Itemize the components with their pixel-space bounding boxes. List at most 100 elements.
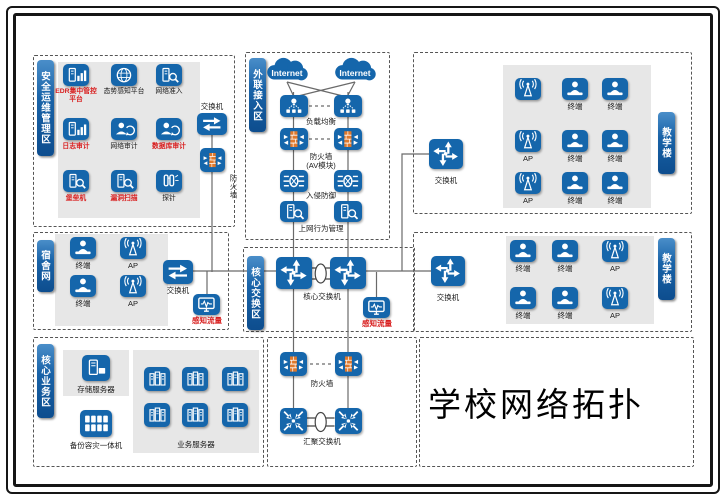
ips-right-icon[interactable] <box>334 170 362 192</box>
zone-core-business <box>33 337 264 467</box>
business-server-icon[interactable] <box>182 403 208 427</box>
vuln-scan-icon[interactable] <box>111 170 137 192</box>
ap-label: AP <box>127 261 138 270</box>
ap-icon[interactable] <box>515 78 541 100</box>
storage-server-icon[interactable] <box>82 355 110 381</box>
network-audit-icon[interactable] <box>111 118 137 140</box>
ap-icon[interactable] <box>120 237 146 259</box>
aggregation-switch-label: 汇聚交换机 <box>303 437 341 446</box>
ap-icon[interactable] <box>120 275 146 297</box>
ap-icon[interactable] <box>602 240 628 262</box>
teaching-top-switch-icon[interactable] <box>429 139 463 169</box>
ap-label: AP <box>609 311 620 320</box>
terminal-icon[interactable] <box>70 237 96 259</box>
core-traffic-probe-icon[interactable] <box>363 297 390 318</box>
backup-appliance-icon[interactable] <box>80 410 112 437</box>
log-audit-label: 日志审计 <box>62 143 90 150</box>
business-servers-label: 业务服务器 <box>177 440 215 449</box>
terminal-label: 终端 <box>557 311 573 320</box>
terminal-icon[interactable] <box>602 172 628 194</box>
teaching-mid-switch-icon[interactable] <box>431 256 465 286</box>
business-server-icon[interactable] <box>144 403 170 427</box>
probe-device-icon[interactable] <box>156 170 182 192</box>
terminal-icon[interactable] <box>70 275 96 297</box>
core-switch-left-icon[interactable] <box>275 257 312 289</box>
core-switch-right-icon[interactable] <box>330 257 366 289</box>
diagram-title: 学校网络拓扑 <box>428 386 644 423</box>
ribbon-security: 安全运维管理区 <box>37 60 54 156</box>
terminal-label: 终端 <box>557 264 573 273</box>
network-access-control-icon[interactable] <box>156 64 182 86</box>
vuln-scan-label: 漏洞扫描 <box>110 195 138 202</box>
terminal-icon[interactable] <box>510 287 536 309</box>
terminal-label: 终端 <box>607 154 623 163</box>
ap-icon[interactable] <box>515 130 541 152</box>
terminal-label: 终端 <box>567 154 583 163</box>
edr-platform-label: EDR集中管控平台 <box>55 88 97 104</box>
business-server-icon[interactable] <box>222 403 248 427</box>
ribbon-core: 核心交换区 <box>247 256 264 330</box>
business-server-icon[interactable] <box>182 367 208 391</box>
ips-left-icon[interactable] <box>279 170 308 192</box>
zone-teaching-top <box>413 52 692 214</box>
situation-awareness-icon[interactable] <box>111 64 137 86</box>
terminal-label: 终端 <box>75 299 91 308</box>
core-switch-label: 核心交换机 <box>303 292 341 301</box>
ribbon-teaching-top: 教学楼 <box>658 112 675 174</box>
internet-left-text: Internet <box>271 68 302 78</box>
terminal-label: 终端 <box>515 311 531 320</box>
db-audit-icon[interactable] <box>156 118 182 140</box>
terminal-icon[interactable] <box>510 240 536 262</box>
security-firewall-label: 防火墙 <box>229 174 238 200</box>
external-firewall-left-icon[interactable] <box>279 128 308 150</box>
ribbon-business: 核心业务区 <box>37 344 54 418</box>
terminal-icon[interactable] <box>562 130 588 152</box>
terminal-label: 终端 <box>607 196 623 205</box>
zone-south-column <box>267 337 417 467</box>
teaching-top-switch-label: 交换机 <box>434 176 458 185</box>
zone-title <box>419 337 694 467</box>
ap-icon[interactable] <box>602 287 628 309</box>
external-firewall-right-icon[interactable] <box>334 128 362 150</box>
south-firewall-right-icon[interactable] <box>334 352 362 376</box>
aggregation-switch-left-icon[interactable] <box>280 408 307 434</box>
ap-icon[interactable] <box>515 172 541 194</box>
terminal-icon[interactable] <box>552 240 578 262</box>
business-server-icon[interactable] <box>144 367 170 391</box>
external-firewall-sublabel: (AV模块) <box>306 161 336 170</box>
bastion-host-label: 堡垒机 <box>65 195 87 202</box>
bastion-host-icon[interactable] <box>63 170 89 192</box>
behavior-mgmt-left-icon[interactable] <box>279 201 308 222</box>
terminal-icon[interactable] <box>552 287 578 309</box>
load-balancer-left-icon[interactable] <box>279 95 308 117</box>
internet-cloud-right[interactable]: Internet <box>329 57 381 84</box>
zone-external-access <box>245 52 390 240</box>
business-server-icon[interactable] <box>222 367 248 391</box>
situation-awareness-label: 态势感知平台 <box>103 88 145 95</box>
behavior-mgmt-label: 上网行为管理 <box>298 224 344 233</box>
terminal-icon[interactable] <box>602 78 628 100</box>
behavior-mgmt-right-icon[interactable] <box>334 201 362 222</box>
probe-device-label: 探针 <box>162 195 176 202</box>
log-audit-icon[interactable] <box>63 118 89 140</box>
terminal-icon[interactable] <box>562 78 588 100</box>
terminal-icon[interactable] <box>602 130 628 152</box>
db-audit-label: 数据库审计 <box>152 143 186 150</box>
ribbon-teaching-mid: 教学楼 <box>658 238 675 300</box>
security-firewall-icon[interactable] <box>200 148 225 172</box>
internet-right-text: Internet <box>339 68 370 78</box>
south-firewall-label: 防火墙 <box>310 379 334 388</box>
aggregation-switch-right-icon[interactable] <box>334 408 362 434</box>
external-firewall-label: 防火墙 <box>309 152 333 161</box>
security-switch-icon[interactable] <box>197 113 227 135</box>
load-balancer-right-icon[interactable] <box>334 95 362 117</box>
edr-platform-icon[interactable] <box>63 64 89 86</box>
terminal-label: 终端 <box>607 102 623 111</box>
internet-cloud-left[interactable]: Internet <box>261 57 313 84</box>
security-panel <box>58 62 200 218</box>
dorm-traffic-probe-icon[interactable] <box>193 294 220 315</box>
terminal-icon[interactable] <box>562 172 588 194</box>
dorm-switch-icon[interactable] <box>163 260 193 284</box>
dorm-traffic-probe-label: 感知流量 <box>192 316 222 325</box>
south-firewall-left-icon[interactable] <box>280 352 307 376</box>
